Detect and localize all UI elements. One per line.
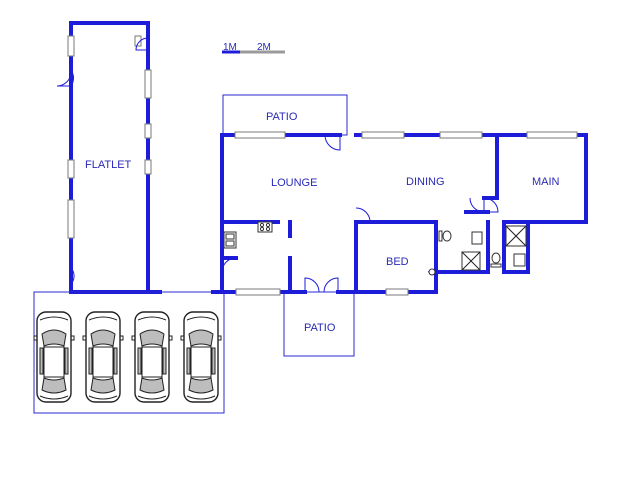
room-label-patio-bottom: PATIO <box>304 322 336 334</box>
scale-label-1m: 1M <box>223 42 237 53</box>
cars <box>33 311 222 403</box>
carport-outline <box>33 291 225 414</box>
car-icon <box>82 311 124 403</box>
house-windows <box>234 131 578 296</box>
basin-icon <box>471 231 483 245</box>
room-label-bed: BED <box>386 256 409 268</box>
toilet-icon <box>491 252 501 264</box>
scale-bar: 1M 2M <box>222 42 285 54</box>
scale-label-2m: 2M <box>257 42 271 53</box>
stove-icon <box>257 221 273 233</box>
flatlet-walls <box>56 21 162 294</box>
basin-icon <box>513 253 526 267</box>
room-label-main: MAIN <box>532 176 560 188</box>
house-doors <box>221 134 499 293</box>
room-label-lounge: LOUNGE <box>271 177 317 189</box>
room-label-dining: DINING <box>406 176 445 188</box>
fixtures <box>223 221 527 276</box>
car-icon <box>180 311 222 403</box>
car-icon <box>131 311 173 403</box>
house-walls <box>211 133 588 294</box>
room-label-flatlet: FLATLET <box>85 159 132 171</box>
toilet-icon <box>442 230 452 242</box>
room-label-patio-top: PATIO <box>266 111 298 123</box>
car-icon <box>33 311 75 403</box>
